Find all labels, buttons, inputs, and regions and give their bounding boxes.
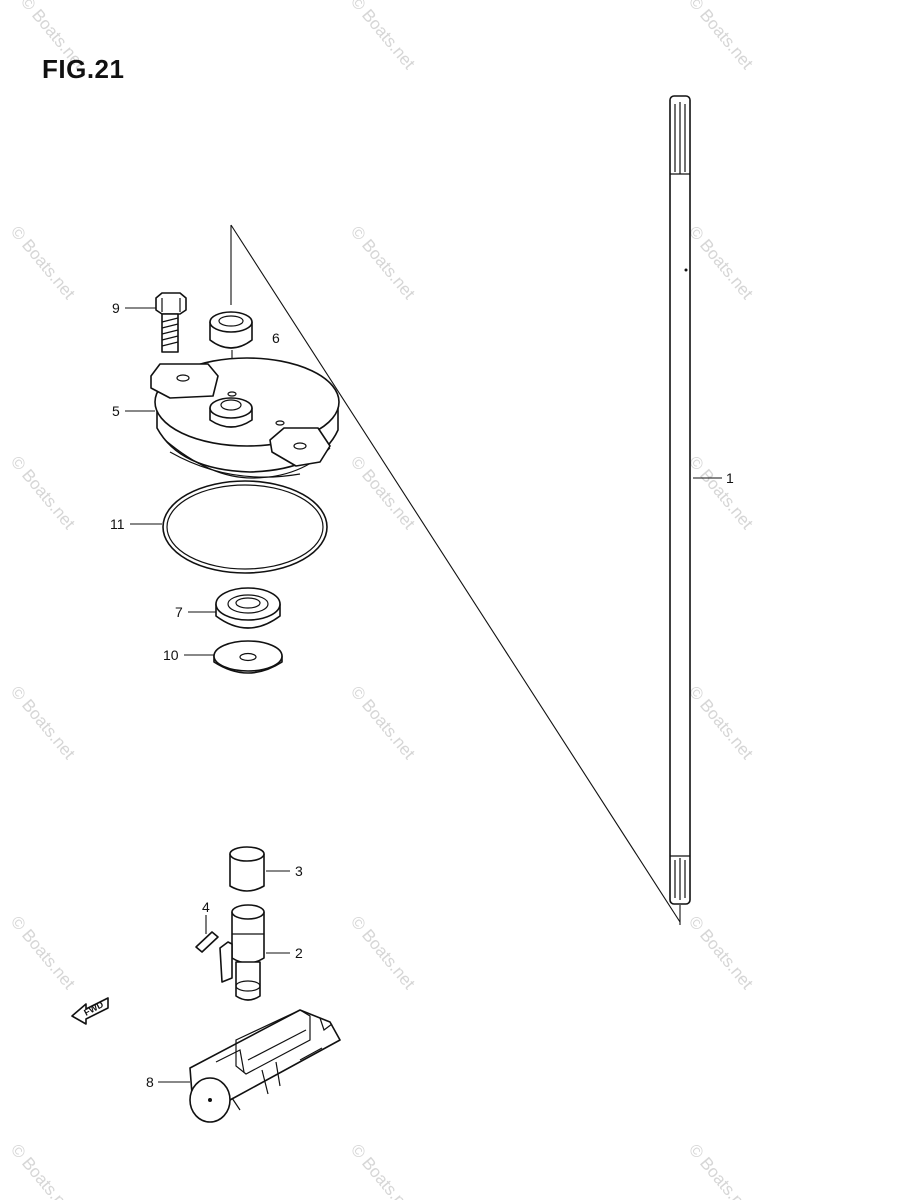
watermark-text: © Boats.net: [685, 222, 757, 303]
fwd-direction-marker: FWD: [71, 997, 109, 1025]
callout-9: 9: [112, 300, 120, 316]
watermark-text: © Boats.net: [347, 0, 419, 73]
part-11-o-ring: [162, 480, 328, 574]
watermark-text: © Boats.net: [7, 912, 79, 993]
part-8-housing: [189, 1009, 341, 1123]
watermark-text: © Boats.net: [685, 912, 757, 993]
callout-6: 6: [272, 330, 280, 346]
callout-2: 2: [295, 945, 303, 961]
part-10-washer: [213, 640, 283, 674]
part-9-bolt: [155, 292, 187, 353]
watermark-text: © Boats.net: [685, 1140, 757, 1200]
watermark-text: © Boats.net: [347, 682, 419, 763]
callout-4: 4: [202, 899, 210, 915]
watermark-text: © Boats.net: [7, 1140, 79, 1200]
watermark-text: © Boats.net: [685, 682, 757, 763]
part-6-bushing: [209, 311, 253, 349]
watermark-text: © Boats.net: [7, 682, 79, 763]
part-4-pin: [195, 931, 219, 953]
callout-11: 11: [110, 516, 125, 532]
part-5-cover-plate: [150, 357, 340, 479]
part-1-shaft: [669, 95, 691, 905]
watermark-text: © Boats.net: [347, 222, 419, 303]
watermark-text: © Boats.net: [685, 452, 757, 533]
callout-7: 7: [175, 604, 183, 620]
callout-1: 1: [726, 470, 734, 486]
assembly-guide-lines: [230, 224, 681, 925]
watermark-text: © Boats.net: [347, 912, 419, 993]
callout-3: 3: [295, 863, 303, 879]
part-3-sleeve: [229, 846, 265, 892]
callout-8: 8: [146, 1074, 154, 1090]
watermark-text: © Boats.net: [7, 222, 79, 303]
callout-10: 10: [163, 647, 179, 663]
watermark-text: © Boats.net: [347, 452, 419, 533]
figure-title: FIG.21: [42, 54, 125, 84]
callout-5: 5: [112, 403, 120, 419]
watermark-layer: © Boats.net © Boats.net © Boats.net © Bo…: [7, 0, 757, 1200]
watermark-text: © Boats.net: [347, 1140, 419, 1200]
part-7-bearing: [215, 587, 281, 629]
assembly-diagonal-line: [230, 224, 681, 923]
callout-labels: 1 2 3 4 5 6 7 8 9 10 11: [110, 300, 734, 1090]
leader-lines: [125, 307, 722, 1083]
watermark-text: © Boats.net: [685, 0, 757, 73]
forward-arrow-icon: [71, 997, 109, 1025]
watermark-text: © Boats.net: [7, 452, 79, 533]
part-2-rod-end: [219, 904, 265, 1001]
